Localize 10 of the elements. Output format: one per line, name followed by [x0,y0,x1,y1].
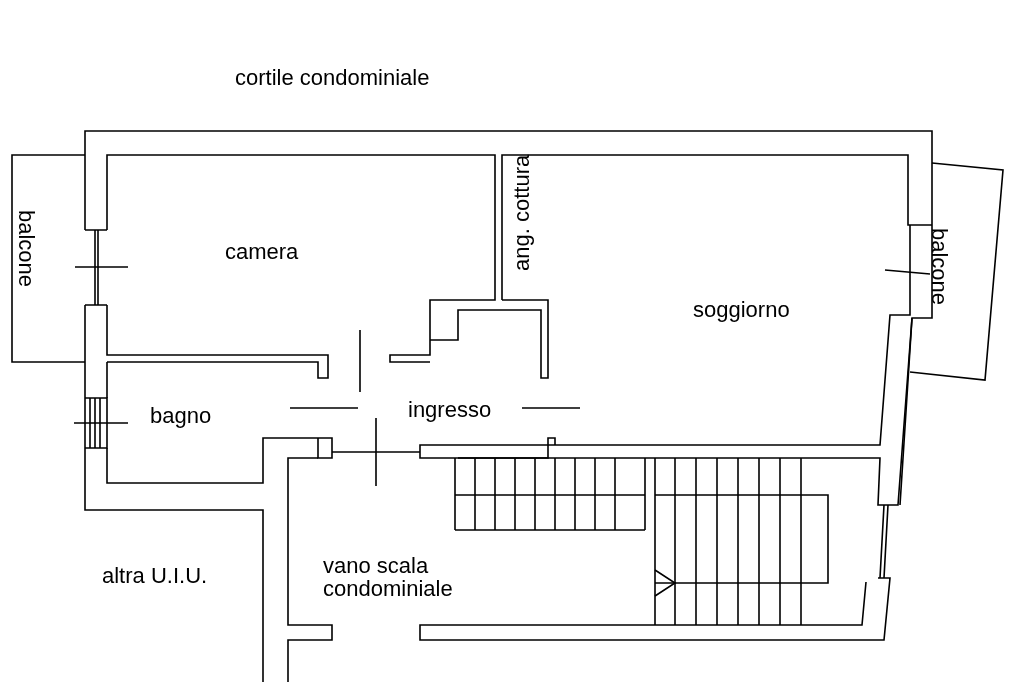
room-label: camera [225,240,299,264]
room-label: soggiorno [693,298,790,322]
room-label: ingresso [408,398,492,422]
room-label: altra U.I.U. [102,564,208,588]
room-label: ang. cottura [510,155,534,272]
room-label: bagno [150,404,212,428]
room-label: balcone [15,210,39,288]
room-label: cortile condominiale [235,66,430,90]
room-label: vano scala condominiale [323,554,454,601]
room-label: balcone [928,228,952,306]
